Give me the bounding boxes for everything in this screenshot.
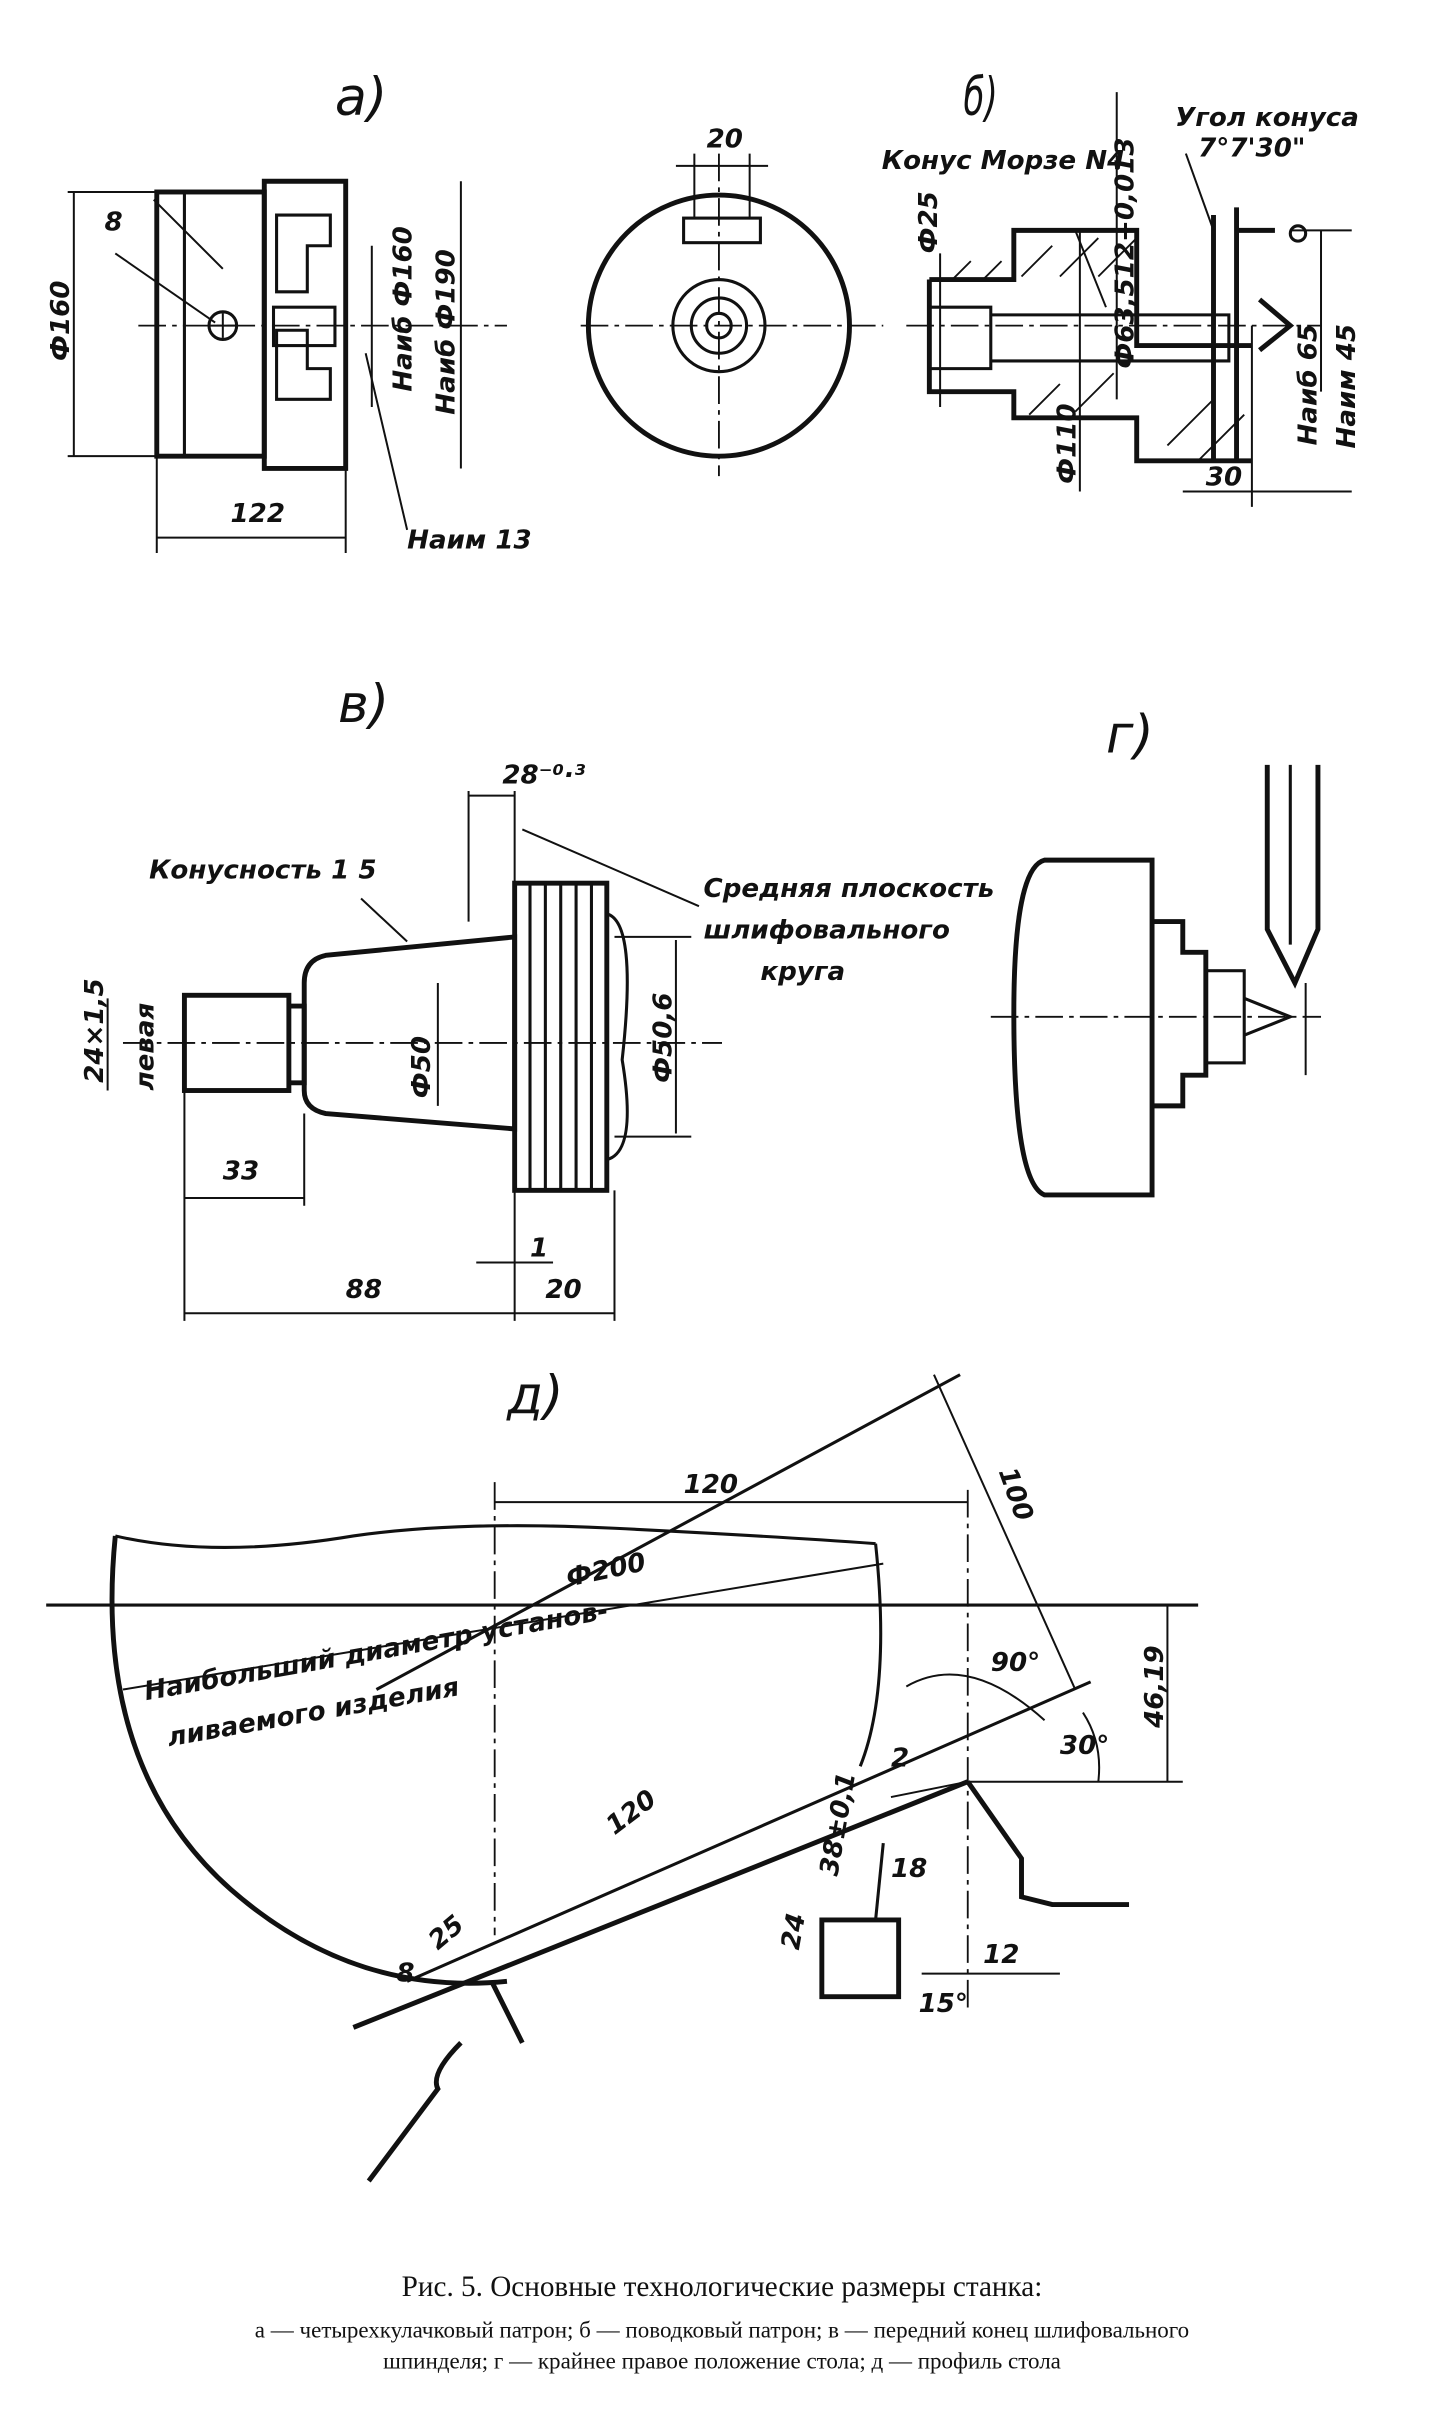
caption-title: Рис. 5. Основные технологические размеры… bbox=[402, 2271, 1043, 2303]
angle-30: 30° bbox=[1060, 1731, 1109, 1761]
t-slot bbox=[819, 1917, 902, 2000]
wheel-body bbox=[1011, 857, 1155, 1198]
dim-8: 8 bbox=[105, 207, 123, 237]
dim-min13: Наим 13 bbox=[407, 525, 532, 555]
dim-30: 30 bbox=[1206, 462, 1242, 492]
dim-phi200: Ф200 bbox=[564, 1547, 649, 1593]
thread-left-label: левая bbox=[131, 1003, 161, 1091]
dim-12: 12 bbox=[983, 1940, 1019, 1970]
spindle-section bbox=[926, 227, 1252, 464]
dim-122: 122 bbox=[230, 499, 285, 529]
dim-46-19: 46,19 bbox=[1140, 1645, 1170, 1729]
caption-line-2: шпинделя; г — крайнее правое положение с… bbox=[383, 2347, 1061, 2373]
angle-15: 15° bbox=[919, 1989, 968, 2019]
table-break-line bbox=[114, 1524, 876, 1549]
dim-phi110: Ф110 bbox=[1052, 403, 1082, 483]
midplane-label-3: круга bbox=[760, 957, 845, 987]
dim-33: 33 bbox=[223, 1157, 259, 1187]
dim-20: 20 bbox=[707, 124, 743, 154]
dim-phi160: Ф160 bbox=[46, 281, 76, 361]
view-d-letter: д) bbox=[506, 1366, 563, 1426]
driver-slot bbox=[682, 216, 762, 245]
taper-label: Конусность 1 5 bbox=[149, 856, 376, 886]
view-a-letter: а) bbox=[335, 68, 387, 128]
view-g-table-position: г) bbox=[990, 706, 1322, 1198]
midplane-label-2: шлифовального bbox=[704, 915, 950, 945]
dim-min45: Наим 45 bbox=[1332, 324, 1362, 449]
dim-25: 25 bbox=[423, 1910, 470, 1956]
dim-8: 8 bbox=[396, 1958, 414, 1988]
dim-thread-24x1-5: 24×1,5 bbox=[80, 978, 110, 1082]
tapered-shaft bbox=[301, 934, 518, 1132]
dim-phi50-6: Ф50,6 bbox=[648, 993, 678, 1083]
view-b-letter: б) bbox=[964, 68, 998, 128]
dim-100: 100 bbox=[992, 1464, 1039, 1525]
grinding-wheel-flange bbox=[512, 880, 629, 1193]
cone-angle-title: Угол конуса bbox=[1175, 103, 1359, 133]
cone-angle-value: 7°7'30" bbox=[1198, 134, 1305, 164]
view-d-table-profile: д) 120 100 Ф200 Наибольший диаметр устан… bbox=[46, 1366, 1199, 2183]
view-v-letter: в) bbox=[338, 675, 389, 735]
stylus-tool bbox=[1264, 764, 1321, 989]
table-profile-edge bbox=[965, 1780, 1130, 1908]
view-a-front: 20 bbox=[580, 124, 884, 477]
view-g-letter: г) bbox=[1106, 706, 1154, 766]
dim-max-phi160: Наиб Ф160 bbox=[389, 226, 419, 391]
dim-20: 20 bbox=[545, 1275, 581, 1305]
dim-max-phi190: Наиб Ф190 bbox=[432, 249, 462, 414]
morse-taper-label: Конус Морзе N4 bbox=[882, 146, 1126, 176]
view-a-four-jaw-chuck: а) 8 Ф160 122 Наиб Ф160 Наиб Ф190 Наим 1… bbox=[46, 68, 531, 555]
dim-28: 28⁻⁰·³ bbox=[502, 760, 585, 790]
figure-caption: Рис. 5. Основные технологические размеры… bbox=[255, 2271, 1189, 2373]
dim-88: 88 bbox=[346, 1275, 382, 1305]
dim-phi50: Ф50 bbox=[407, 1036, 437, 1098]
view-b-driving-chuck: б) Конус Морзе N4 Ф63,512+0,013 Угол кон… bbox=[882, 68, 1362, 507]
dim-1: 1 bbox=[530, 1233, 548, 1263]
dim-2: 2 bbox=[891, 1743, 909, 1773]
dim-phi25: Ф25 bbox=[914, 191, 944, 253]
table-top-line bbox=[352, 1779, 969, 2030]
max-workpiece-arc bbox=[109, 1535, 508, 1986]
dim-18: 18 bbox=[891, 1854, 927, 1884]
dim-38: 38±0,1 bbox=[815, 1770, 863, 1878]
dim-24: 24 bbox=[776, 1911, 812, 1952]
view-v-spindle-end: в) 28⁻⁰·³ Конусность 1 5 Средняя плоскос… bbox=[80, 675, 994, 1321]
caption-line-1: а — четырехкулачковый патрон; б — поводк… bbox=[255, 2317, 1189, 2343]
dim-max65: Наиб 65 bbox=[1293, 324, 1323, 445]
dim-120-top: 120 bbox=[684, 1470, 739, 1500]
angle-90: 90° bbox=[991, 1648, 1040, 1678]
midplane-label-1: Средняя плоскость bbox=[704, 874, 995, 904]
dim-120-diagonal: 120 bbox=[601, 1784, 663, 1841]
